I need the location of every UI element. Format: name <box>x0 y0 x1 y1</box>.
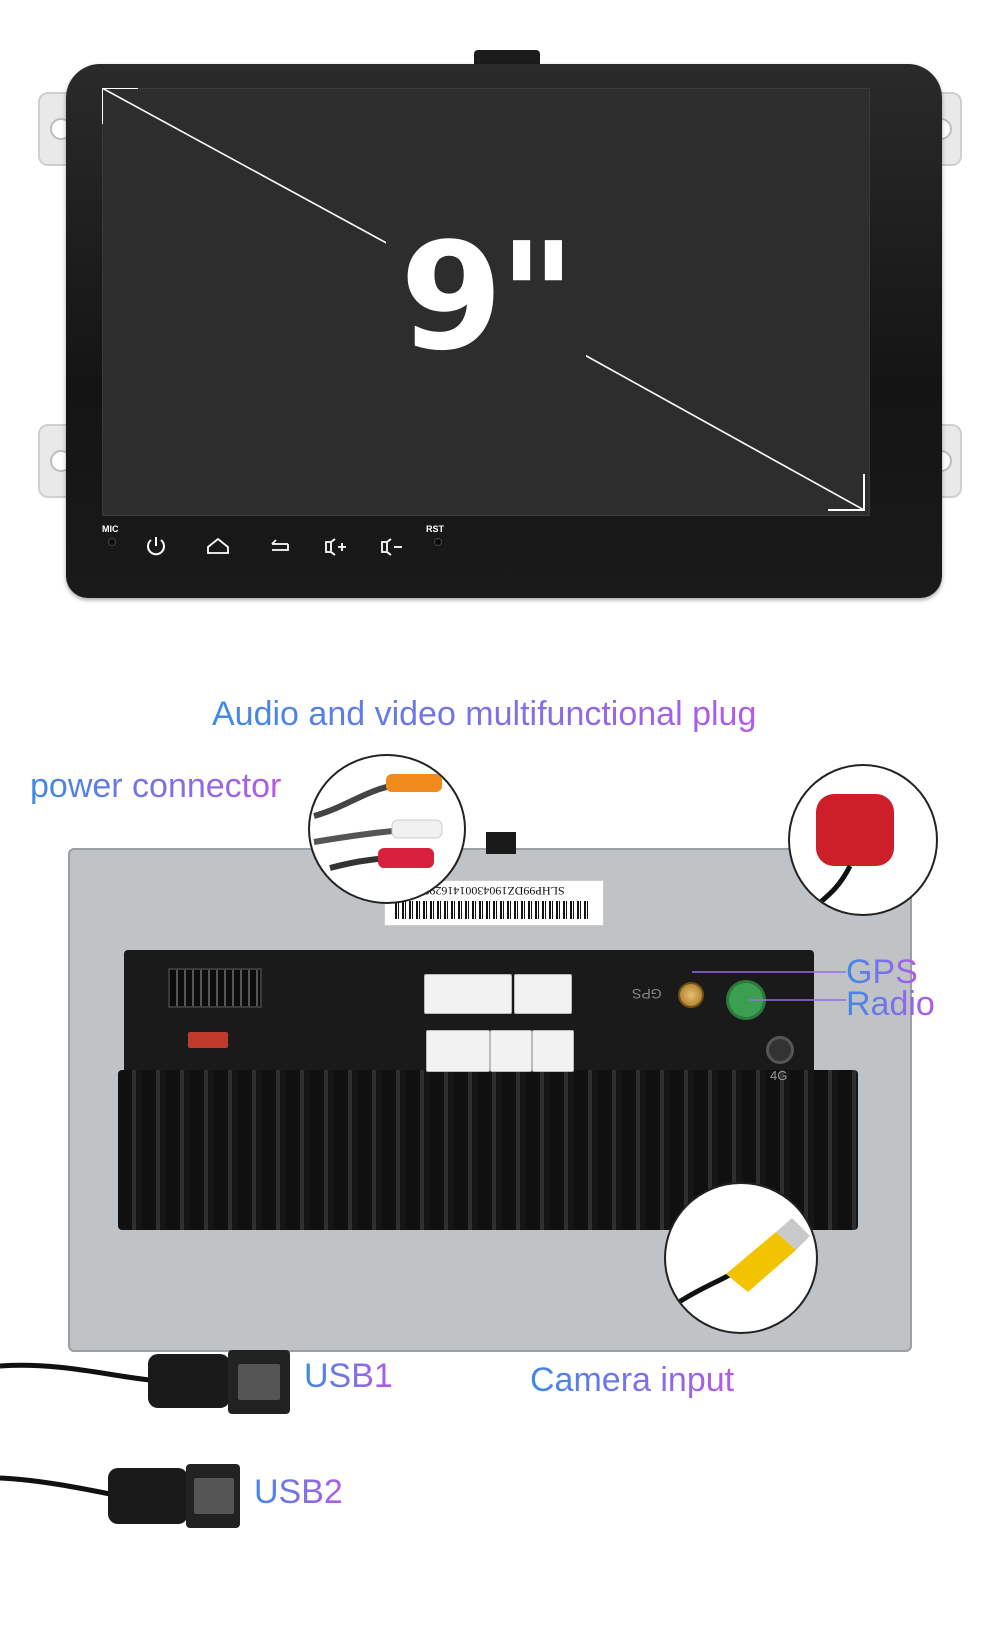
home-icon[interactable] <box>204 532 232 560</box>
power-connector-socket <box>168 968 262 1008</box>
fuse <box>188 1032 228 1048</box>
rst-label: RST <box>426 524 444 534</box>
4g-port-mark: 4G <box>770 1068 788 1083</box>
gps-antenna-port <box>678 982 704 1008</box>
usb2-cable <box>0 1464 240 1528</box>
usb2-socket <box>490 1030 532 1072</box>
front-view: 9" MIC RST <box>0 0 1000 620</box>
screen-size-label: 9" <box>385 222 587 372</box>
av-plug-socket-secondary <box>514 974 572 1014</box>
display-screen: 9" <box>102 88 870 516</box>
front-button-row: MIC RST <box>100 520 880 570</box>
power-icon[interactable] <box>142 532 170 560</box>
av-cable-detail <box>308 754 466 904</box>
av-plug-socket-main <box>424 974 512 1014</box>
reset-hole[interactable] <box>434 538 442 546</box>
radio-label: Radio <box>846 985 935 1023</box>
usb2-label: USB2 <box>254 1473 343 1511</box>
usb1-cable <box>0 1350 290 1414</box>
volume-up-icon[interactable] <box>322 532 350 560</box>
av-plug-label: Audio and video multifunctional plug <box>212 695 757 733</box>
diagonal-indicator <box>102 88 865 511</box>
power-connector-label: power connector <box>30 767 282 805</box>
bracket-top-tab <box>486 832 516 854</box>
mic-hole <box>108 538 116 546</box>
mic-label: MIC <box>102 524 119 534</box>
camera-socket <box>532 1030 574 1072</box>
barcode <box>395 901 591 919</box>
camera-cable-detail <box>664 1182 818 1334</box>
usb1-label: USB1 <box>304 1357 393 1395</box>
back-icon[interactable] <box>266 532 294 560</box>
gps-label: GPS <box>846 953 918 991</box>
gps-antenna-detail <box>788 764 938 916</box>
volume-down-icon[interactable] <box>378 532 406 560</box>
camera-input-label: Camera input <box>530 1361 735 1399</box>
4g-antenna-port <box>766 1036 794 1064</box>
usb1-socket <box>426 1030 490 1072</box>
